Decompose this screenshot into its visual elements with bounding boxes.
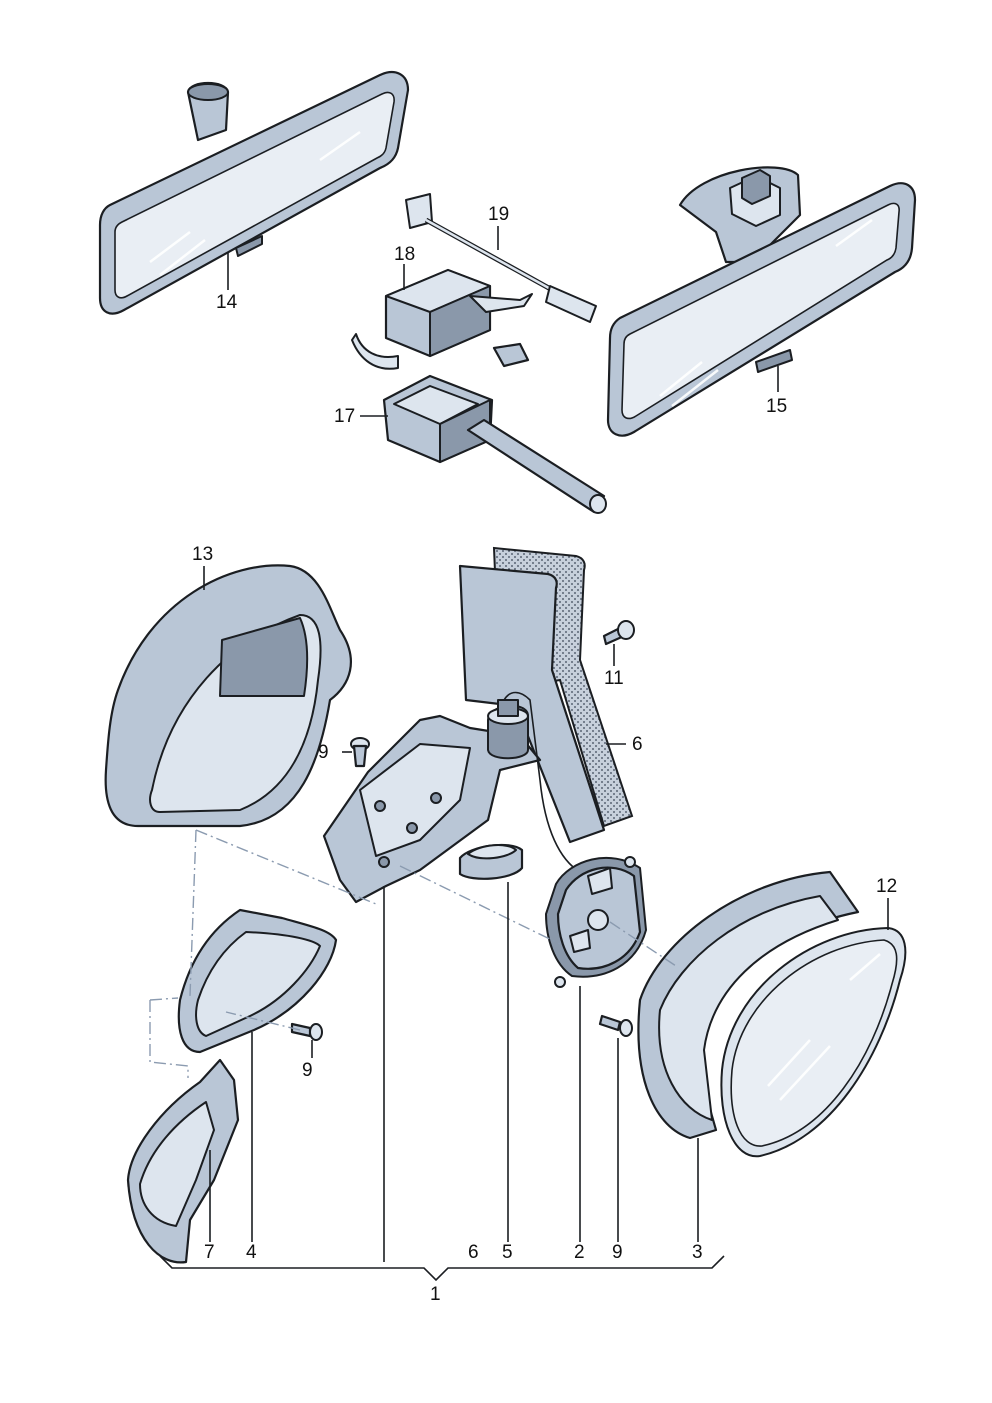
label-7: 7 [204,1242,215,1263]
adjustment-motor-2[interactable] [545,856,647,988]
label-6-lower: 6 [468,1242,479,1263]
label-9-upper: 9 [318,742,329,763]
label-4: 4 [246,1242,257,1263]
wiring-harness-19[interactable] [405,193,597,323]
lower-cover-7[interactable] [126,1058,240,1264]
cable-cover-17[interactable] [382,374,607,514]
label-6-upper: 6 [632,734,643,755]
screw-9-right[interactable] [598,1014,633,1037]
label-13: 13 [192,544,213,565]
label-12: 12 [876,876,897,897]
label-9-middle: 9 [302,1060,313,1081]
interior-mirror-15[interactable] [606,166,917,437]
label-18: 18 [394,244,415,265]
cap-5[interactable] [458,843,524,880]
mirror-cap-shell[interactable] [177,908,338,1054]
control-unit-18[interactable] [351,268,533,370]
assembly-lines [149,829,677,1078]
mirror-bracket-4[interactable] [322,691,581,904]
screw-9-middle[interactable] [290,1022,323,1041]
label-11: 11 [604,668,624,689]
label-1: 1 [430,1284,441,1305]
leader-lines [159,226,889,1282]
mirror-base-6[interactable] [458,546,634,844]
screw-9-upper[interactable] [350,737,370,768]
label-3: 3 [692,1242,703,1263]
label-17: 17 [334,406,355,427]
mirror-housing-13[interactable] [104,564,352,828]
label-2: 2 [574,1242,585,1263]
label-15: 15 [766,396,787,417]
interior-mirror-14[interactable] [98,71,410,315]
mirror-glass-12[interactable] [720,927,907,1158]
label-5: 5 [502,1242,513,1263]
label-19: 19 [488,204,509,225]
callouts: 14 15 19 18 17 13 11 6 9 12 9 7 4 6 5 2 … [192,204,897,1305]
label-14: 14 [216,292,238,313]
glass-carrier-3[interactable] [637,870,860,1140]
screw-11[interactable] [602,620,635,646]
label-9-right: 9 [612,1242,623,1263]
